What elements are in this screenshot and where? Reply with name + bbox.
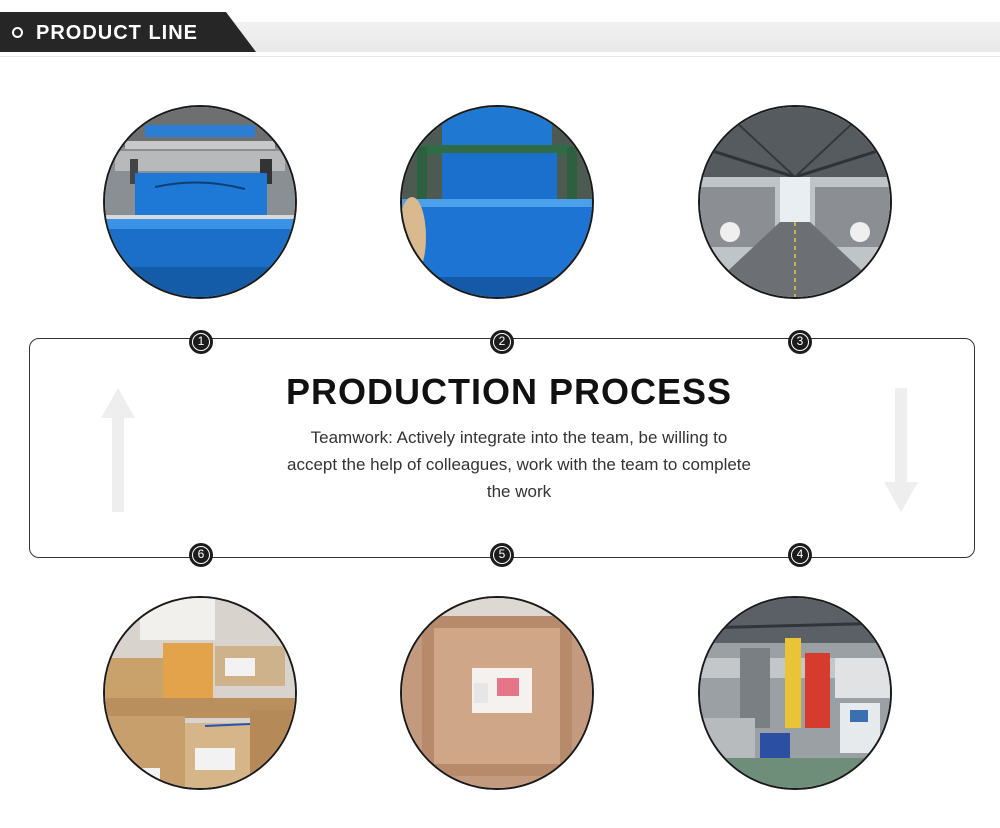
- step-number: 6: [192, 546, 210, 564]
- step-3-photo: [698, 105, 892, 299]
- step-1-photo: [103, 105, 297, 299]
- step-number: 3: [791, 333, 809, 351]
- step-5-photo: [400, 596, 594, 790]
- step-2-photo: [400, 105, 594, 299]
- step-6-badge: 6: [189, 543, 213, 567]
- step-1-badge: 1: [189, 330, 213, 354]
- step-4-photo: [698, 596, 892, 790]
- process-title: PRODUCTION PROCESS: [285, 371, 733, 412]
- step-3-badge: 3: [788, 330, 812, 354]
- step-number: 5: [493, 546, 511, 564]
- circle-bullet-icon: [12, 27, 23, 38]
- step-number: 1: [192, 333, 210, 351]
- arrow-down-icon: [884, 388, 918, 512]
- step-4-badge: 4: [788, 543, 812, 567]
- step-5-badge: 5: [490, 543, 514, 567]
- header-tab: [0, 12, 256, 52]
- process-description: Teamwork: Actively integrate into the te…: [287, 428, 751, 501]
- step-number: 4: [791, 546, 809, 564]
- step-number: 2: [493, 333, 511, 351]
- step-6-photo: [103, 596, 297, 790]
- section-header: PRODUCT LINE: [0, 0, 1000, 60]
- step-2-badge: 2: [490, 330, 514, 354]
- arrow-up-icon: [101, 388, 135, 512]
- header-divider: [0, 56, 1000, 57]
- section-title: PRODUCT LINE: [36, 22, 198, 44]
